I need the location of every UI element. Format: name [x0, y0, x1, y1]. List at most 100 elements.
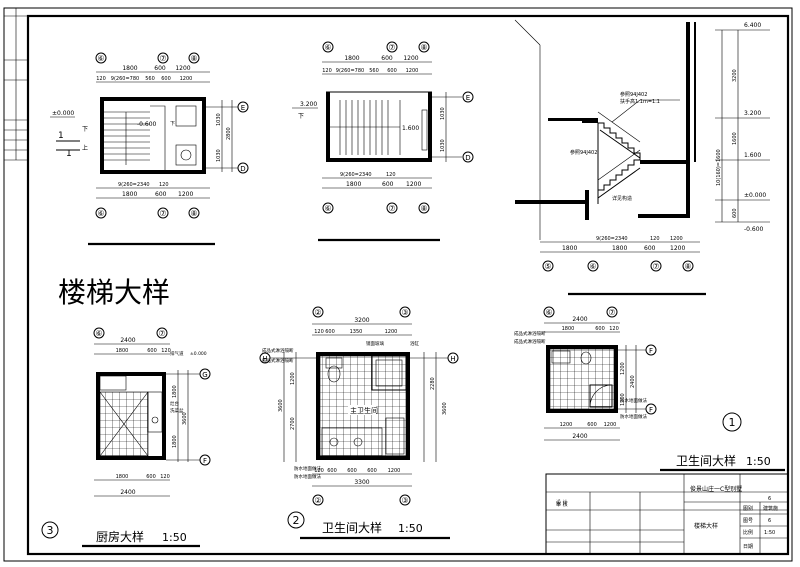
dim-text: 600	[147, 348, 157, 354]
dim-text: 600	[381, 55, 393, 62]
stair-section: 参照94J402 扶手高1.1m=1.1 参照94J402 详见构造 6.400…	[514, 19, 770, 296]
dim-text: 600	[325, 329, 335, 335]
dim-text: 600	[387, 68, 397, 74]
dim-text: 2400	[120, 489, 135, 496]
axis-marker: ⑦	[156, 327, 168, 339]
dim-text: 2700	[290, 417, 296, 430]
dim-text: 600	[155, 191, 167, 198]
axis-marker: ⑧	[188, 52, 200, 64]
dim-text: 1030	[440, 107, 446, 120]
dim-text: 1200	[604, 422, 617, 428]
axis-marker: ⑥	[322, 41, 334, 53]
dim-text: 600	[732, 208, 738, 218]
annotation: 防水地面做法	[294, 473, 321, 480]
dim-text: 120	[314, 468, 324, 474]
dim-text: 120	[160, 474, 170, 480]
section-mark: 1	[66, 149, 72, 159]
axis-marker: F	[645, 344, 657, 356]
dim-text: 600	[382, 181, 394, 188]
dim-text: 2400	[630, 375, 636, 388]
level-text: ±0.000	[744, 192, 766, 199]
dim-text: 2400	[572, 316, 587, 323]
detail-number: 1	[722, 412, 742, 432]
dim-text: 1800	[562, 245, 577, 252]
dim-text: 2800	[226, 127, 232, 140]
annotation: 详见构造	[612, 195, 632, 202]
svg-text:⑥: ⑥	[97, 54, 104, 63]
level-text: 1.600	[402, 125, 419, 132]
svg-text:③: ③	[401, 308, 408, 317]
dim-text: 600	[595, 326, 605, 332]
detail-number: 3	[41, 521, 59, 539]
dim-text: 9(260=780	[111, 76, 139, 82]
svg-text:⑥: ⑥	[545, 308, 552, 317]
room-label: 主卫生间	[350, 406, 378, 415]
scale-text: 1:50	[162, 531, 187, 544]
dim-text: 1800	[116, 348, 129, 354]
dim-text: 1200	[620, 362, 626, 375]
svg-text:⑧: ⑧	[190, 209, 197, 218]
svg-text:E: E	[241, 104, 245, 112]
dim-text: 600	[644, 245, 656, 252]
dim-text: 120	[161, 348, 171, 354]
dim-text: 9(260=2340	[596, 236, 628, 242]
svg-text:D: D	[465, 154, 470, 162]
dim-text: 120	[322, 68, 332, 74]
level-text: 6.400	[744, 22, 761, 29]
dim-text: 1200	[406, 68, 419, 74]
dim-text: 1800	[172, 385, 178, 398]
scale-text: 1:50	[398, 522, 423, 535]
stair-plan-ground: ⑥ ⑦ ⑧ 1800 600 1200 120 9(260=780 560 60…	[50, 52, 249, 246]
annotation: 洗菜盆	[170, 407, 184, 414]
annotation: 成品式淋浴隔断	[262, 347, 294, 354]
annotation: 浴缸	[410, 340, 419, 347]
dim-text: 600	[327, 468, 337, 474]
level-text: ±0.000	[52, 110, 74, 117]
dim-text: 1200	[560, 422, 573, 428]
level-text: 1.600	[744, 152, 761, 159]
annotation: 镜面玻璃	[366, 340, 384, 347]
dim-text: 1800	[116, 474, 129, 480]
room-note: 下	[298, 113, 304, 120]
dim-text: 560	[369, 68, 379, 74]
drawing-name: 楼梯大样	[694, 522, 718, 530]
svg-text:⑥: ⑥	[97, 209, 104, 218]
annotation: 成品式淋浴隔断	[262, 357, 294, 364]
dim-text: 1800	[562, 326, 575, 332]
dim-text: 1030	[216, 149, 222, 162]
axis-marker: F	[199, 454, 211, 466]
svg-text:⑤: ⑤	[544, 262, 551, 271]
detail-number: 2	[287, 511, 305, 529]
svg-text:⑦: ⑦	[158, 329, 165, 338]
dim-text: 1800	[346, 181, 361, 188]
dim-text: 1800	[122, 191, 137, 198]
axis-marker: ③	[399, 306, 411, 318]
axis-marker: ⑥	[322, 202, 334, 214]
svg-text:⑧: ⑧	[190, 54, 197, 63]
dim-text: 120	[650, 236, 660, 242]
axis-marker: ⑧	[418, 41, 430, 53]
svg-text:G: G	[202, 371, 207, 379]
level-text: 3.200	[300, 101, 317, 108]
dim-text: 3200	[732, 69, 738, 82]
dim-text: 1200	[620, 393, 626, 406]
axis-marker: ⑥	[93, 327, 105, 339]
dim-text: 1600	[732, 132, 738, 145]
axis-marker: ⑥	[543, 306, 555, 318]
axis-marker: ⑧	[188, 207, 200, 219]
level-text: -0.600	[137, 121, 157, 128]
room-note: 下	[82, 126, 88, 133]
dim-text: 120	[314, 329, 324, 335]
axis-marker: ⑦	[157, 207, 169, 219]
scale-text: 1:50	[746, 455, 771, 468]
stair-plan-upper: ⑥ ⑦ ⑧ 1800 600 1200 120 9(260=780 560 60…	[292, 41, 474, 242]
dim-text: 1800	[612, 245, 627, 252]
dim-text: 1200	[670, 245, 685, 252]
dim-text: 9(260=2340	[340, 172, 372, 178]
dim-text: 1200	[406, 181, 421, 188]
dim-text: 1800	[172, 435, 178, 448]
level-text: ±0.000	[190, 351, 207, 357]
svg-text:E: E	[466, 94, 470, 102]
title-block-value: 1:50	[764, 530, 775, 536]
annotation: 参照94J402	[570, 149, 597, 156]
